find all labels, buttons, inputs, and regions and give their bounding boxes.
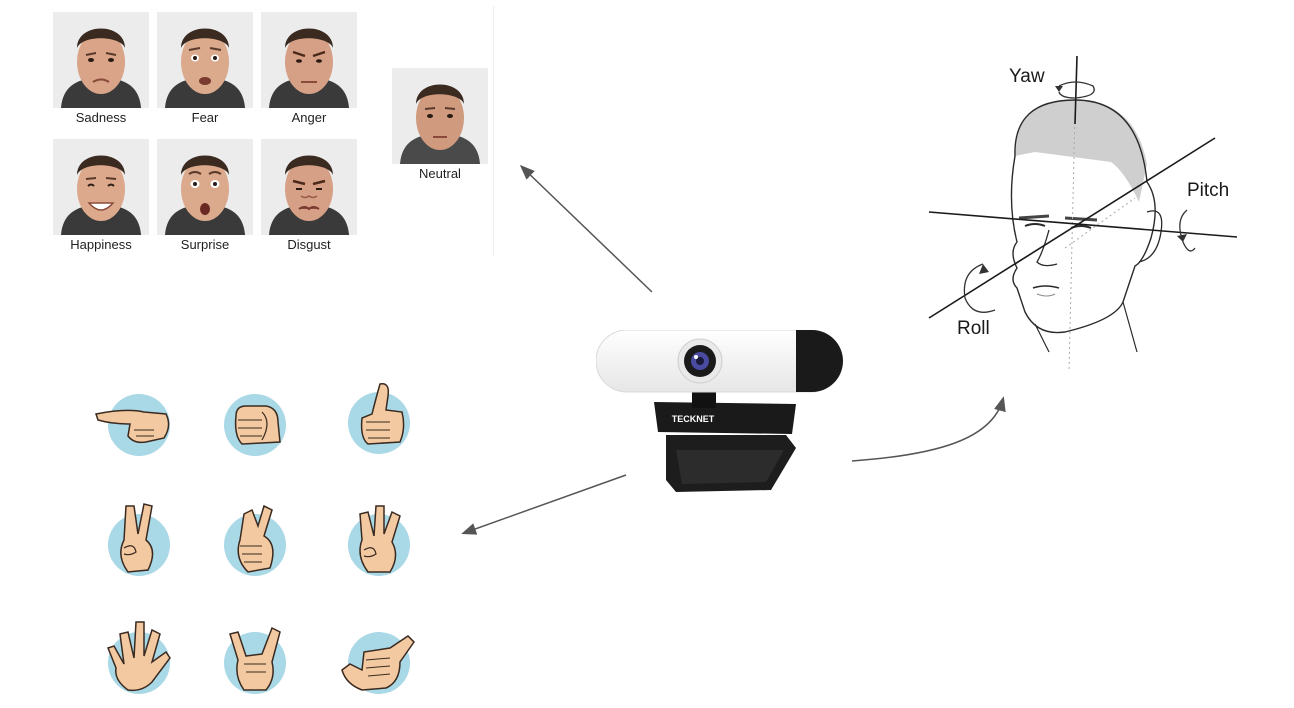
head-pose-diagram: Yaw Pitch Roll — [925, 52, 1245, 382]
yaw-rotation-icon — [1058, 81, 1095, 99]
face-anger: Anger — [261, 12, 357, 125]
face-neutral: Neutral — [392, 68, 488, 181]
face-label-happiness: Happiness — [70, 237, 132, 252]
face-label-disgust: Disgust — [287, 237, 331, 252]
roll-axis — [928, 137, 1216, 319]
head-outline-sketch — [928, 55, 1238, 373]
shaka-hand-icon — [341, 628, 415, 694]
webcam-brand-text: TECKNET — [672, 414, 715, 424]
face-photo-neutral — [392, 68, 488, 164]
arrow-to-head-pose — [851, 396, 1006, 462]
yaw-axis — [1074, 55, 1078, 125]
roll-rotation-icon — [963, 263, 996, 313]
thumbs-up-icon — [346, 383, 412, 454]
face-label-surprise: Surprise — [180, 237, 230, 252]
crossed-fingers-icon — [222, 504, 288, 576]
face-fear: Fear — [157, 12, 253, 125]
yaw-label: Yaw — [1009, 66, 1045, 87]
face-happiness: Happiness — [53, 139, 149, 252]
face-disgust: Disgust — [261, 139, 357, 252]
victory-hand-icon — [106, 503, 172, 576]
face-sadness: Sadness — [53, 12, 149, 125]
face-photo-surprise — [157, 139, 253, 235]
arrow-to-gestures — [461, 474, 627, 535]
pointing-hand-icon — [95, 392, 172, 458]
three-fingers-icon — [346, 505, 412, 576]
pitch-label: Pitch — [1187, 180, 1230, 201]
facial-expressions-panel: Sadness Fear — [47, 6, 494, 256]
face-surprise: Surprise — [157, 139, 253, 252]
face-label-anger: Anger — [291, 110, 327, 125]
panel-divider — [493, 6, 494, 256]
pitch-axis — [928, 211, 1238, 238]
fist-icon — [222, 392, 288, 458]
webcam-illustration: TECKNET — [595, 329, 844, 500]
face-photo-anger — [261, 12, 357, 108]
face-photo-disgust — [261, 139, 357, 235]
face-photo-happiness — [53, 139, 149, 235]
face-label-neutral: Neutral — [419, 166, 461, 181]
roll-label: Roll — [957, 318, 990, 339]
pitch-rotation-icon — [1179, 209, 1196, 252]
rock-horns-icon — [222, 626, 288, 694]
face-label-fear: Fear — [191, 110, 219, 125]
face-photo-sadness — [53, 12, 149, 108]
face-label-sadness: Sadness — [75, 110, 127, 125]
face-photo-fear — [157, 12, 253, 108]
arrow-to-emotions — [519, 164, 653, 293]
open-palm-icon — [106, 621, 172, 694]
